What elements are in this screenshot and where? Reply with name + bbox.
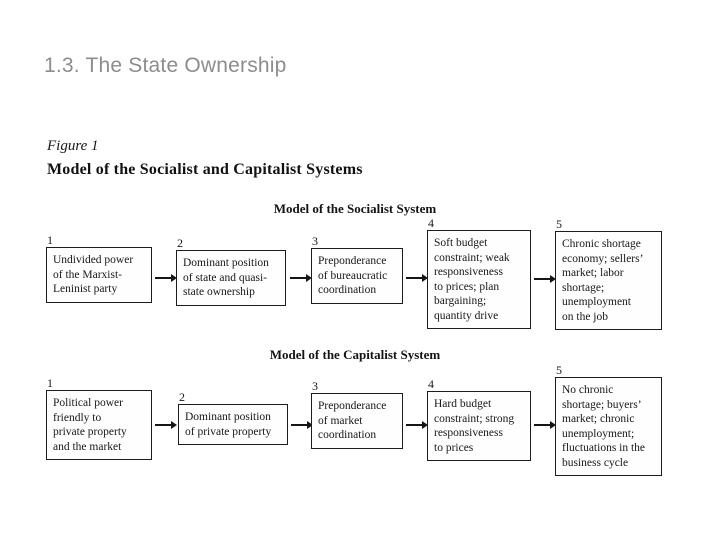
socialist-box-1-number: 1: [47, 233, 53, 247]
socialist-system-heading: Model of the Socialist System: [273, 201, 437, 216]
figure-title: Model of the Socialist and Capitalist Sy…: [47, 161, 363, 178]
capitalist-box-1-number: 1: [47, 376, 53, 390]
flow-arrow-icon: [406, 277, 422, 279]
socialist-box-1: Undivided power of the Marxist- Leninist…: [46, 247, 152, 303]
capitalist-box-4: Hard budget constraint; strong responsiv…: [427, 391, 531, 461]
capitalist-box-1: Political power friendly to private prop…: [46, 390, 152, 460]
capitalist-box-2: Dominant position of private property: [178, 404, 288, 445]
flow-arrow-icon: [534, 424, 550, 426]
capitalist-box-5: No chronic shortage; buyers’ market; chr…: [555, 377, 662, 476]
flow-arrow-icon: [534, 278, 550, 280]
capitalist-box-3: Preponderance of market coordination: [311, 393, 403, 449]
socialist-box-4: Soft budget constraint; weak responsiven…: [427, 230, 531, 329]
flow-arrow-icon: [155, 424, 171, 426]
socialist-box-2: Dominant position of state and quasi- st…: [176, 250, 286, 306]
socialist-box-2-number: 2: [177, 236, 183, 250]
slide-title: 1.3. The State Ownership: [44, 54, 287, 77]
capitalist-box-3-number: 3: [312, 379, 318, 393]
flow-arrow-icon: [155, 277, 171, 279]
socialist-box-3: Preponderance of bureaucratic coordinati…: [311, 248, 403, 304]
socialist-box-4-number: 4: [428, 216, 434, 230]
capitalist-box-5-number: 5: [556, 363, 562, 377]
flow-arrow-icon: [406, 424, 422, 426]
flow-arrow-icon: [290, 277, 306, 279]
flow-arrow-icon: [291, 424, 307, 426]
capitalist-box-4-number: 4: [428, 377, 434, 391]
socialist-box-5: Chronic shortage economy; sellers’ marke…: [555, 231, 662, 330]
socialist-box-5-number: 5: [556, 217, 562, 231]
figure-label: Figure 1: [47, 138, 99, 154]
capitalist-box-2-number: 2: [179, 390, 185, 404]
socialist-box-3-number: 3: [312, 234, 318, 248]
capitalist-system-heading: Model of the Capitalist System: [269, 347, 441, 362]
